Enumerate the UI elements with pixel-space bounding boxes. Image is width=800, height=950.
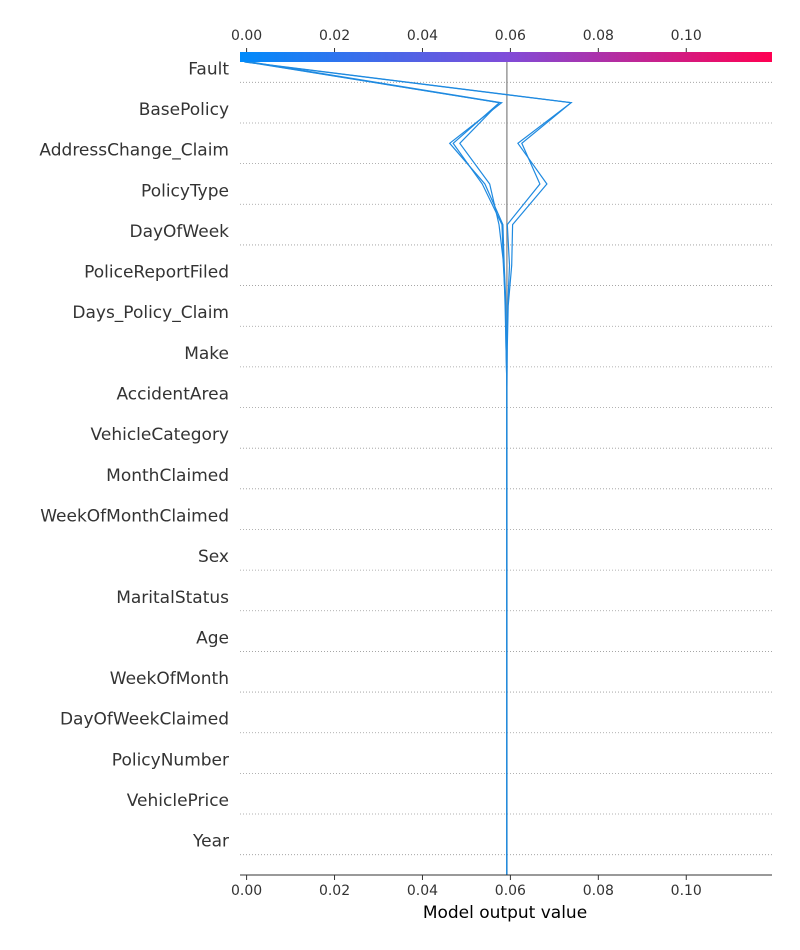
feature-label: Sex xyxy=(198,547,229,567)
feature-label: WeekOfMonthClaimed xyxy=(40,506,229,526)
feature-label: PolicyType xyxy=(141,181,229,201)
decision-line xyxy=(244,61,573,875)
feature-label: Year xyxy=(192,832,229,852)
x-tick-label: 0.04 xyxy=(407,883,438,899)
x-tick-label: 0.08 xyxy=(583,883,614,899)
feature-label: Days_Policy_Claim xyxy=(72,303,229,323)
x-tick-label: 0.02 xyxy=(319,883,350,899)
x-axis-title: Model output value xyxy=(423,903,587,923)
feature-label: AccidentArea xyxy=(116,385,229,405)
feature-label: MaritalStatus xyxy=(116,588,229,608)
x-tick-label: 0.10 xyxy=(671,883,702,899)
feature-labels: FaultBasePolicyAddressChange_ClaimPolicy… xyxy=(39,59,229,851)
colorbar-tick-label: 0.06 xyxy=(495,28,526,44)
decision-line xyxy=(246,61,573,875)
colorbar: 0.00 0.02 0.04 0.06 0.08 0.10 xyxy=(231,28,772,62)
feature-label: Age xyxy=(196,628,229,648)
grid-lines xyxy=(240,81,772,856)
colorbar-tick-label: 0.04 xyxy=(407,28,438,44)
decision-line xyxy=(246,61,508,875)
feature-label: PolicyNumber xyxy=(112,750,229,770)
x-tick-label: 0.00 xyxy=(231,883,262,899)
bottom-axis: 0.00 0.02 0.04 0.06 0.08 0.10 xyxy=(231,874,772,899)
feature-label: MonthClaimed xyxy=(106,466,229,486)
feature-label: BasePolicy xyxy=(139,100,229,120)
feature-label: VehiclePrice xyxy=(127,791,229,811)
colorbar-tick-label: 0.02 xyxy=(319,28,350,44)
x-tick-label: 0.06 xyxy=(495,883,526,899)
colorbar-tick-label: 0.00 xyxy=(231,28,262,44)
decision-line xyxy=(248,61,508,875)
feature-label: Make xyxy=(184,344,229,364)
feature-label: PoliceReportFiled xyxy=(84,263,229,283)
feature-label: DayOfWeekClaimed xyxy=(60,710,229,730)
feature-label: DayOfWeek xyxy=(129,222,229,242)
colorbar-tick-label: 0.08 xyxy=(583,28,614,44)
colorbar-tick-label: 0.10 xyxy=(671,28,702,44)
feature-label: AddressChange_Claim xyxy=(39,141,229,161)
feature-label: WeekOfMonth xyxy=(110,669,229,689)
decision-line xyxy=(250,61,508,875)
series-lines xyxy=(244,61,573,875)
feature-label: VehicleCategory xyxy=(91,425,229,445)
feature-label: Fault xyxy=(188,59,229,79)
colorbar-gradient xyxy=(240,52,772,62)
